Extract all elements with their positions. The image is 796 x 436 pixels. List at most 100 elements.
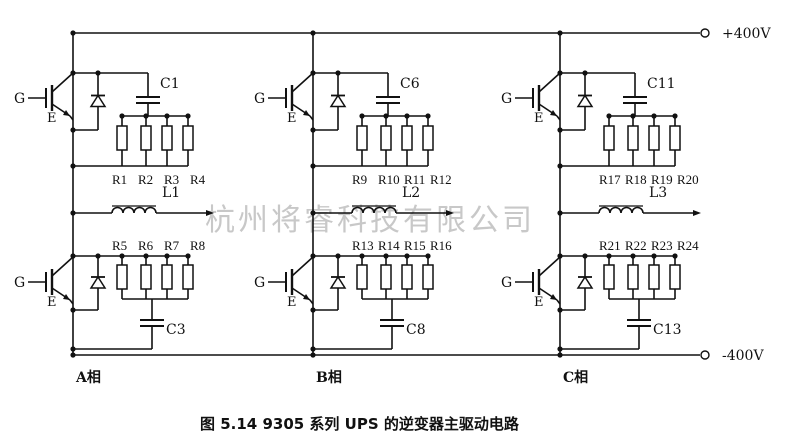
negative-terminal [700,350,710,360]
inductor-icon [351,206,397,214]
junction-dot [582,253,588,259]
resistor-label: R12 [430,172,452,187]
resistor-icon [603,264,615,290]
resistor-icon [380,264,392,290]
resistor-icon [627,125,639,151]
resistor-label: R19 [651,172,673,187]
emitter-arrow [550,110,557,116]
capacitor-label: C6 [400,76,420,92]
emitter-lead [556,299,561,305]
diode-icon [89,94,107,108]
emitter-lead [556,115,561,121]
inductor-icon [111,206,157,214]
positive-terminal [700,28,710,38]
resistor-icon [182,264,194,290]
resistor-icon [140,125,152,151]
emitter-label: E [287,111,297,126]
capacitor-label: C3 [166,322,186,338]
collector-lead [538,256,561,277]
resistor-label: R3 [164,172,179,187]
resistor-icon [422,125,434,151]
output-arrow-icon [693,210,701,216]
resistor-label: R22 [625,238,647,253]
junction-dot [557,352,563,358]
collector-lead [51,72,74,93]
resistor-label: R17 [599,172,621,187]
resistor-icon [140,264,152,290]
emitter-arrow [303,294,310,300]
resistor-icon [648,264,660,290]
inductor-label: L2 [402,185,420,201]
junction-dot [95,70,101,76]
diode-icon [329,275,347,289]
resistor-label: R18 [625,172,647,187]
emitter-lead [69,115,74,121]
resistor-label: R21 [599,238,621,253]
gate-label: G [254,275,265,291]
resistor-label: R8 [190,238,205,253]
phase-label: C相 [563,369,588,386]
resistor-icon [669,264,681,290]
resistor-icon [401,264,413,290]
junction-dot [70,163,76,169]
resistor-label: R15 [404,238,426,253]
junction-dot [95,253,101,259]
phase-label: B相 [316,369,342,386]
capacitor-label: C1 [160,76,180,92]
negative-rail-label: -400V [722,348,764,364]
resistor-label: R24 [677,238,699,253]
gate-label: G [14,91,25,107]
emitter-label: E [47,111,57,126]
junction-dot [70,352,76,358]
resistor-icon [356,264,368,290]
resistor-label: R1 [112,172,127,187]
capacitor-label: C11 [647,76,676,92]
emitter-label: E [47,295,57,310]
collector-lead [51,256,74,277]
junction-dot [557,163,563,169]
capacitor-label: C8 [406,322,426,338]
collector-lead [538,72,561,93]
inductor-icon [598,206,644,214]
resistor-label: R7 [164,238,180,253]
resistor-label: R6 [138,238,154,253]
emitter-arrow [63,294,70,300]
figure-caption: 图 5.14 9305 系列 UPS 的逆变器主驱动电路 [200,415,520,433]
capacitor-label: C13 [653,322,682,338]
resistor-icon [380,125,392,151]
output-arrow-icon [446,210,454,216]
junction-dot [70,346,76,352]
gate-label: G [14,275,25,291]
resistor-label: R20 [677,172,699,187]
junction-dot [310,163,316,169]
collector-lead [291,256,314,277]
diode-icon [576,275,594,289]
resistor-label: R16 [430,238,452,253]
junction-dot [335,253,341,259]
emitter-label: E [287,295,297,310]
junction-dot [557,346,563,352]
resistor-icon [182,125,194,151]
resistor-label: R14 [378,238,400,253]
resistor-label: R13 [352,238,374,253]
resistor-label: R9 [352,172,367,187]
resistor-icon [356,125,368,151]
inductor-label: L1 [162,185,180,201]
resistor-icon [401,125,413,151]
junction-dot [310,30,316,36]
resistor-label: R23 [651,238,673,253]
inductor-label: L3 [649,185,667,201]
junction-dot [557,30,563,36]
emitter-arrow [303,110,310,116]
resistor-icon [648,125,660,151]
diode-icon [89,275,107,289]
emitter-label: E [534,111,544,126]
emitter-lead [69,299,74,305]
resistor-icon [603,125,615,151]
resistor-label: R4 [190,172,206,187]
emitter-lead [309,115,314,121]
